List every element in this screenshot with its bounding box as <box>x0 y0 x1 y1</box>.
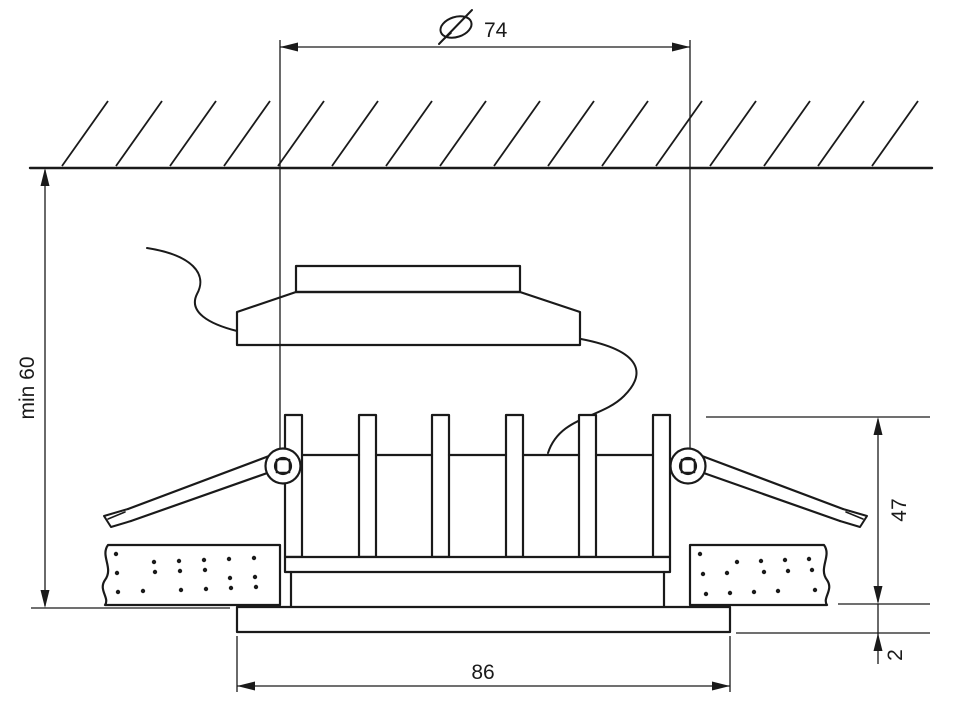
ceiling-panel-right <box>688 543 831 607</box>
arrowhead <box>873 633 883 651</box>
lamp-housing <box>283 413 672 609</box>
clip-tip <box>103 508 132 528</box>
clip-pivot-slot <box>680 458 696 474</box>
arrowhead <box>712 681 730 691</box>
diameter-icon <box>438 9 473 45</box>
heatsink-fin <box>357 413 378 559</box>
clip-arm <box>700 454 845 511</box>
fixture-wire <box>547 338 638 454</box>
dimension-label-housing-depth: 47 <box>888 498 911 521</box>
clip-arm <box>126 454 271 511</box>
heatsink-fin <box>283 413 304 559</box>
driver-body <box>235 290 582 347</box>
panel-stipple <box>697 551 818 597</box>
arrowhead <box>280 42 298 52</box>
housing-base <box>283 555 672 574</box>
clip-pivot-inner <box>273 456 293 476</box>
spring-clip-right <box>669 447 868 528</box>
heatsink-fin <box>651 413 672 559</box>
clip-arm <box>129 469 275 523</box>
driver-box <box>235 264 582 347</box>
arrowhead <box>40 590 50 608</box>
dimension-recess-depth: min 60 <box>16 168 230 609</box>
clip-tip <box>839 508 868 528</box>
arrowhead <box>237 681 255 691</box>
dimension-label-trim-protrusion: 2 <box>884 649 907 661</box>
panel-stipple <box>113 551 259 595</box>
dimension-trim-protrusion: 2 <box>736 604 930 664</box>
spring-clip-left <box>103 447 302 528</box>
dimension-label-overall-width: 86 <box>471 661 494 684</box>
supply-wire <box>146 247 238 332</box>
clip-pivot-outer <box>264 447 302 485</box>
clip-pivot-slot <box>275 458 291 474</box>
arrowhead <box>873 417 883 435</box>
clip-tip-line <box>845 511 864 520</box>
ceiling-panel-left <box>101 543 282 607</box>
clip-tip-line <box>107 511 126 520</box>
dimension-label-cutout: 74 <box>484 19 508 42</box>
clip-pivot-outer <box>669 447 707 485</box>
ceiling-hatch-lines <box>61 100 919 167</box>
dimension-housing-depth: 47 <box>706 416 930 605</box>
arrowhead <box>873 586 883 604</box>
arrowhead <box>672 42 690 52</box>
heatsink-fin <box>577 413 598 559</box>
heatsink-fin <box>504 413 525 559</box>
heatsink-fin <box>430 413 451 559</box>
clip-pivot-inner <box>678 456 698 476</box>
dimension-cutout-74: 74 <box>279 9 691 470</box>
driver-top-plate <box>294 264 522 294</box>
dimension-overall-width: 86 <box>236 636 731 692</box>
dimension-label-recess-depth: min 60 <box>16 356 39 419</box>
clip-arm <box>696 469 842 523</box>
arrowhead <box>40 168 50 186</box>
trim-ring <box>235 605 732 634</box>
